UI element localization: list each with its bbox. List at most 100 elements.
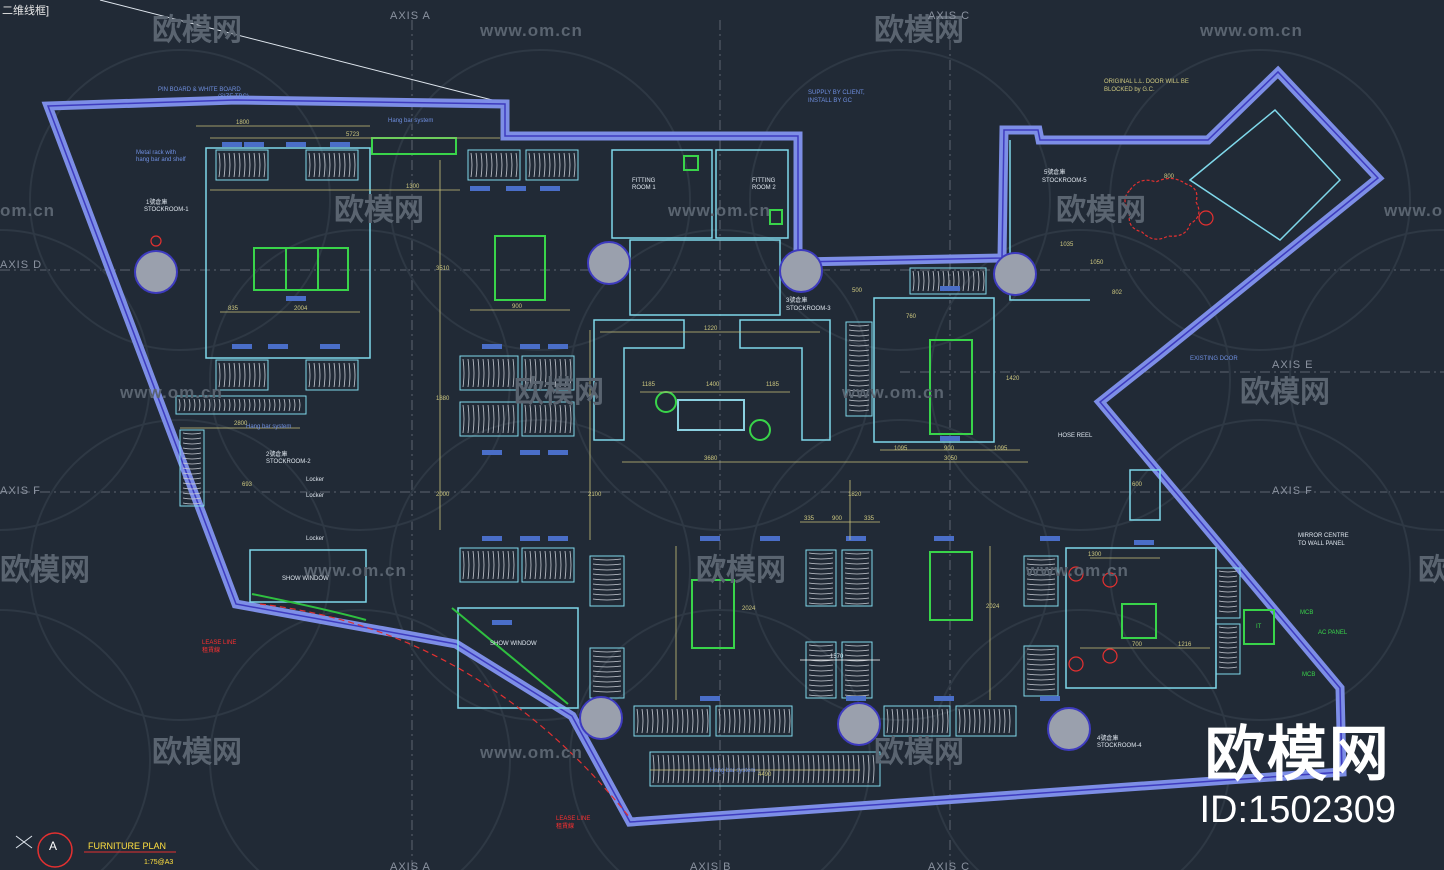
seat-pad: [540, 186, 560, 191]
hanger: [676, 708, 679, 734]
axis-label: AXIS E: [1272, 359, 1313, 371]
hanger: [832, 754, 835, 784]
hanger: [636, 708, 639, 734]
rack: [459, 401, 519, 437]
column: [779, 249, 823, 293]
hanger: [972, 270, 975, 292]
display-tables: [251, 137, 1275, 705]
rack: [215, 359, 269, 391]
hanger: [182, 457, 202, 460]
hanger: [677, 754, 680, 784]
hanger: [911, 708, 914, 734]
dim-label: 2024: [986, 604, 1000, 610]
hanger: [288, 398, 291, 412]
hanger: [182, 467, 202, 470]
seat-pad: [548, 344, 568, 349]
watermark-name: 欧模网: [1240, 376, 1330, 409]
hanger: [901, 708, 904, 734]
axis-label: AXIS D: [0, 259, 42, 271]
hanger: [182, 492, 202, 495]
dim-label: 900: [832, 516, 843, 522]
hanger: [258, 398, 261, 412]
hanger: [723, 708, 726, 734]
hanger: [738, 708, 741, 734]
hanger: [827, 754, 830, 784]
hanger: [490, 152, 493, 178]
hanger: [510, 152, 513, 178]
note: INSTALL BY GC: [808, 98, 853, 104]
hanger: [848, 404, 870, 407]
note: HOSE REEL: [1058, 433, 1093, 439]
dim-label: 1095: [994, 446, 1008, 452]
hanger: [983, 708, 986, 734]
hanger: [243, 152, 246, 178]
hanger: [867, 754, 870, 784]
dim-label: 1050: [1090, 260, 1104, 266]
hanger: [263, 152, 266, 178]
hanger: [1026, 688, 1056, 691]
hanger: [728, 708, 731, 734]
hanger: [1218, 605, 1238, 608]
rack: [179, 429, 205, 507]
hanger: [977, 270, 980, 292]
rack: [633, 705, 711, 737]
hanger: [727, 754, 730, 784]
rack: [715, 705, 793, 737]
seat-pad: [548, 536, 568, 541]
watermark-name: 欧模网: [0, 554, 90, 587]
hanger: [554, 358, 557, 388]
hanger: [338, 362, 341, 388]
hanger: [253, 362, 256, 388]
hanger: [848, 344, 870, 347]
note: ORIGINAL L.L. DOOR WILL BE: [1104, 79, 1189, 85]
hanger: [524, 404, 527, 434]
hanger: [182, 497, 202, 500]
hanger: [534, 550, 537, 580]
note: Hang bar system: [388, 118, 433, 124]
note: (SIZE TBC): [218, 94, 249, 100]
seat-pad: [244, 142, 264, 147]
hanger: [662, 754, 665, 784]
hanger: [1218, 666, 1238, 669]
hanger: [706, 708, 709, 734]
note: LEASE LINE: [556, 816, 590, 822]
hanger: [487, 404, 490, 434]
hanger: [182, 447, 202, 450]
hanger: [223, 152, 226, 178]
hanger: [808, 694, 834, 697]
hanger: [844, 577, 870, 580]
hanger: [253, 398, 256, 412]
hanger: [568, 152, 571, 178]
racks: [175, 142, 1241, 787]
hanger: [967, 270, 970, 292]
viewport-label[interactable]: 二维线框]: [2, 5, 50, 17]
hanger: [912, 270, 915, 292]
hanger: [308, 152, 311, 178]
hanger: [497, 404, 500, 434]
hanger: [243, 362, 246, 388]
hanger: [182, 442, 202, 445]
hanger: [753, 708, 756, 734]
seat-pad: [548, 450, 568, 455]
rack: [467, 149, 521, 181]
hanger: [485, 152, 488, 178]
hanger: [467, 404, 470, 434]
rack: [805, 641, 837, 699]
hanger: [592, 685, 622, 688]
hanger: [848, 324, 870, 327]
seat-pad: [1040, 696, 1060, 701]
hanger: [492, 404, 495, 434]
hanger: [592, 558, 622, 561]
hanger: [248, 362, 251, 388]
dim-label: 1185: [766, 382, 780, 388]
hanger: [844, 649, 870, 652]
hanger: [844, 587, 870, 590]
axis-label: AXIS F: [1272, 485, 1313, 497]
hanger: [505, 152, 508, 178]
seat-pad: [520, 344, 540, 349]
hanger: [848, 354, 870, 357]
seat-pad: [760, 536, 780, 541]
hanger: [808, 679, 834, 682]
